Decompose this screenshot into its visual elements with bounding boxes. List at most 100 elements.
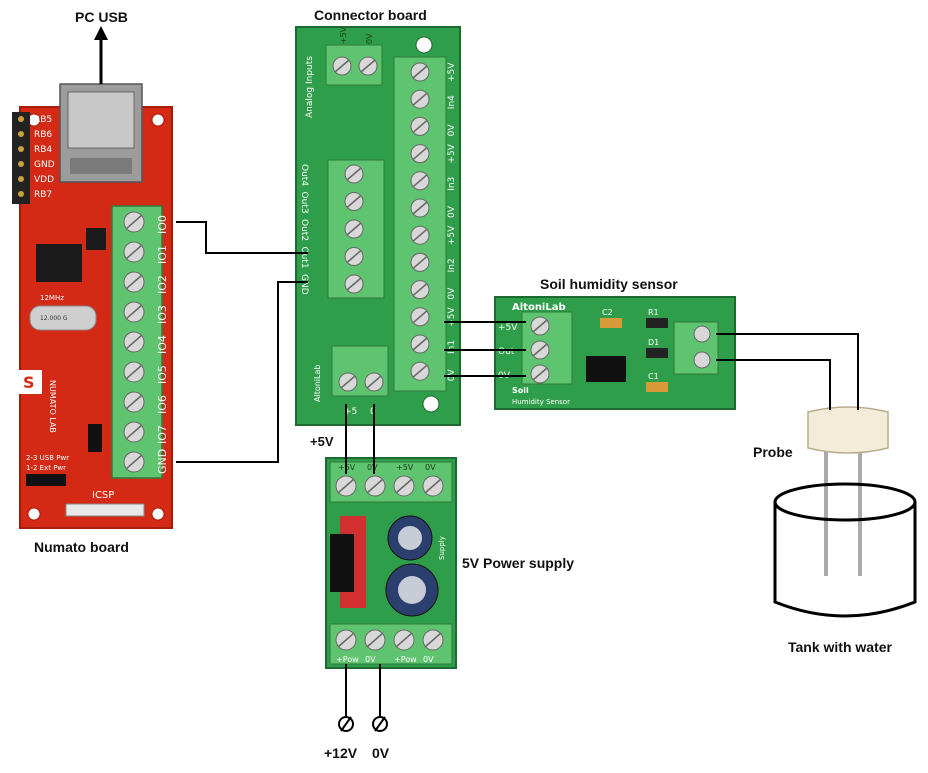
input-pin-label: In4	[447, 95, 457, 109]
sensor-pin-label: +5V	[498, 323, 518, 333]
icsp-label: ICSP	[92, 490, 114, 501]
io-pin-label: IO6	[156, 395, 169, 414]
io-pin-label: IO4	[156, 335, 169, 354]
smd-component	[646, 318, 668, 328]
screw-slot	[125, 304, 143, 320]
output-pin-label: Out4	[299, 164, 309, 186]
screw-slot	[412, 174, 428, 188]
screw-slot	[412, 283, 428, 297]
output-pin-label: GND	[299, 274, 309, 295]
screw-slot	[424, 478, 442, 494]
screw-slot	[334, 59, 350, 73]
usb-port-opening	[67, 91, 135, 149]
input-pin-label: In2	[447, 258, 457, 272]
screw-slot	[366, 632, 384, 648]
input-pin-label: In1	[447, 340, 457, 354]
input-pin-label: +5V	[447, 62, 457, 82]
power-pin-label: +5	[344, 407, 357, 417]
input-pin-label: 0V	[447, 287, 457, 300]
screw-slot	[395, 632, 413, 648]
screw-slot	[395, 478, 413, 494]
input-pin-label: +5V	[447, 307, 457, 327]
header-pin	[18, 116, 24, 122]
pin-header	[12, 112, 30, 204]
psu-side-text: Supply	[438, 536, 446, 560]
screw-slot	[412, 310, 428, 324]
connector-board-label: Connector board	[314, 7, 427, 23]
numato-board-label: Numato board	[34, 539, 129, 555]
probe-label: Probe	[753, 444, 793, 460]
component-label: C1	[648, 372, 659, 381]
screw-slot	[424, 632, 442, 648]
screw-slot	[532, 343, 548, 357]
io-pin-label: IO5	[156, 365, 169, 384]
io-pin-label: IO2	[156, 275, 169, 294]
regulator-heatsink	[330, 534, 354, 592]
soil-sensor-label: Soil humidity sensor	[540, 276, 678, 292]
header-pin	[18, 146, 24, 152]
pc-usb-label: PC USB	[75, 9, 128, 25]
tank-label: Tank with water	[788, 639, 893, 655]
mount-hole	[151, 507, 165, 521]
screw-slot	[412, 92, 428, 106]
header-pin	[18, 161, 24, 167]
component-label: C2	[602, 308, 613, 317]
output-pin-label: Out2	[299, 219, 309, 241]
screw-slot	[412, 255, 428, 269]
wires	[176, 221, 859, 716]
sensor-name-line2: Humidity Sensor	[512, 398, 570, 406]
screw-slot	[346, 249, 362, 264]
analog-pin-label: +5V	[339, 26, 348, 44]
component-label: D1	[648, 338, 659, 347]
screw-slot	[412, 65, 428, 79]
comparator-chip	[586, 356, 626, 382]
header-pin-label: VDD	[34, 175, 54, 185]
psu-bottom-pin-label: +Pow	[394, 655, 417, 664]
jumper-header	[88, 424, 102, 452]
mount-hole	[415, 36, 433, 54]
wire-gnd-gnd	[176, 281, 308, 463]
io-pin-label: IO1	[156, 245, 169, 264]
mount-hole	[151, 113, 165, 127]
io-pin-label: IO3	[156, 305, 169, 324]
wire-probe-1	[716, 333, 859, 410]
screw-slot	[125, 214, 143, 230]
connector-brand: AltoniLab	[313, 365, 322, 402]
header-pin	[18, 131, 24, 137]
output-pin-label: Out1	[299, 247, 309, 269]
screw-slot	[125, 424, 143, 440]
screw-slot	[412, 147, 428, 161]
sensor-pin-label: Out	[498, 347, 515, 357]
screw-slot	[337, 478, 355, 494]
zero-v-label: 0V	[372, 745, 390, 761]
header-pin	[18, 191, 24, 197]
io-pin-label: IO7	[156, 425, 169, 444]
crystal-text: 12.000 G	[40, 315, 68, 322]
header-pin-label: GND	[34, 160, 55, 170]
probe-assembly	[807, 406, 889, 576]
regulator-chip	[86, 228, 106, 250]
screw-slot	[412, 119, 428, 133]
screw-slot	[412, 228, 428, 242]
screw-slot	[340, 375, 356, 389]
numato-logo-icon	[18, 370, 42, 394]
smd-component	[600, 318, 622, 328]
screw-icon	[693, 351, 711, 369]
usb-controller-chip	[36, 244, 82, 282]
screw-slot	[337, 632, 355, 648]
screw-slot	[532, 367, 548, 381]
mount-hole	[27, 507, 41, 521]
capacitor-top	[398, 526, 422, 550]
capacitor-top	[398, 576, 426, 604]
screw-slot	[366, 375, 382, 389]
psu-bottom-pin-label: +Pow	[336, 655, 359, 664]
